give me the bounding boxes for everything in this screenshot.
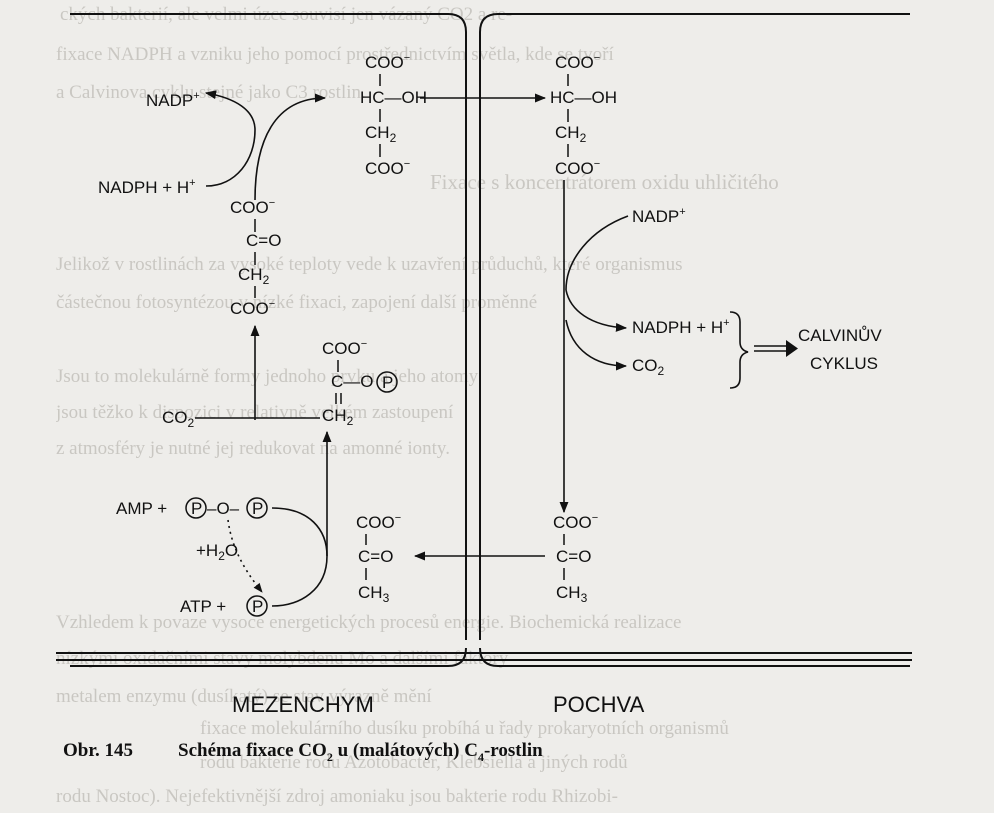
nadp-out-curve (204, 90, 256, 131)
caption-number: Obr. 145 (63, 740, 133, 761)
region-sheath-label: POCHVA (553, 692, 645, 717)
top-wall-right (479, 13, 910, 640)
nadph-label-left: NADPH + H+ (98, 177, 196, 197)
bottom-wall-left (70, 647, 467, 667)
amp-out-curve (271, 555, 328, 607)
cell-walls (56, 13, 912, 667)
pep-molecule: COO− C—O P CH2 (322, 338, 398, 428)
ch3-label: CH3 (556, 583, 588, 605)
water-label: +H2O (196, 541, 238, 563)
atp-in-curve (271, 507, 328, 557)
atp-pi-group: ATP + P (180, 595, 268, 617)
coo-label: COO− (322, 338, 367, 358)
nadp-plus-label-left: NADP+ (146, 90, 200, 110)
bg-line: fixace NADPH a vzniku jeho pomocí prostř… (56, 44, 614, 65)
bg-line: rodu Nostoc). Nejefektivnější zdroj amon… (56, 786, 618, 807)
ch2-label: CH2 (365, 123, 397, 145)
ch2-label: CH2 (322, 406, 354, 428)
co2-out-curve (565, 319, 628, 371)
phosphate-label: P (252, 597, 263, 616)
ceq-o-label: C=O (556, 547, 591, 566)
oxaloacetate-molecule: COO− C=O CH2 COO− (230, 197, 281, 318)
coo-label: COO− (365, 52, 410, 72)
phosphate-circle (246, 497, 268, 519)
bg-line: Vzhledem k povaze vysoce energetických p… (56, 612, 682, 633)
hydrolysis-dotted-arrow (227, 519, 263, 593)
calvin-line2: CYKLUS (810, 354, 878, 373)
pyruvate-molecule-mesophyll: COO− C=O CH3 (356, 512, 401, 605)
coo-label: COO− (555, 158, 600, 178)
pyruvate-molecule-sheath: COO− C=O CH3 (553, 512, 598, 605)
figure-caption: Obr. 145 Schéma fixace CO2 u (malátových… (63, 740, 543, 764)
bg-line: z atmosféry je nutné jej redukovat na am… (56, 438, 450, 459)
amp-ppi-group: AMP + P –O– P (116, 497, 268, 519)
phosphate-circle (376, 371, 398, 393)
phosphate-label: P (252, 499, 263, 518)
nadph-in-curve (205, 129, 256, 187)
co2-label-right: CO2 (632, 356, 665, 378)
calvin-line1: CALVINŮV (798, 326, 882, 345)
coo-label: COO− (230, 298, 275, 318)
phosphate-circle (185, 497, 207, 519)
region-mesophyll-label: MEZENCHYM (232, 692, 374, 717)
bg-line: fixace molekulárního dusíku probíhá u řa… (200, 718, 729, 739)
pathway-arrows (195, 90, 629, 607)
phosphate-label: P (191, 499, 202, 518)
coo-label: COO− (555, 52, 600, 72)
ch2-label: CH2 (555, 123, 587, 145)
ch2-label: CH2 (238, 265, 270, 287)
phosphate-label: P (382, 373, 393, 392)
bg-line: částečnou fotosyntézou v nízké fixaci, z… (56, 292, 538, 313)
top-wall-left (70, 13, 467, 640)
bg-line: rodu bakterie rodu Azotobacter, Klebsiel… (200, 752, 628, 773)
bg-line: metalem enzymu (dusíkatý) se stav výrazn… (56, 686, 432, 707)
ch3-label: CH3 (358, 583, 390, 605)
coo-label: COO− (365, 158, 410, 178)
co2-label-left: CO2 (162, 408, 195, 430)
coo-label: COO− (356, 512, 401, 532)
hc-oh-label: HC—OH (360, 88, 427, 107)
hc-oh-label: HC—OH (550, 88, 617, 107)
bg-line: Jelikož v rostlinách za vysoké teploty v… (56, 254, 683, 275)
bg-line: Jsou to molekulárně formy jednoho prvku … (56, 366, 479, 387)
oxygen-bridge-label: –O– (207, 499, 240, 518)
c-o-label: C—O (331, 372, 374, 391)
bottom-wall-right (479, 647, 910, 667)
reduction-arrow (254, 93, 327, 201)
nadp-in-curve (565, 215, 629, 291)
coo-label: COO− (230, 197, 275, 217)
malate-molecule-sheath: COO− HC—OH CH2 COO− (550, 52, 617, 178)
nadph-label-right: NADPH + H+ (632, 317, 730, 337)
ceq-o-label: C=O (246, 231, 281, 250)
coo-label: COO− (553, 512, 598, 532)
malate-molecule-mesophyll: COO− HC—OH CH2 COO− (360, 52, 427, 178)
bg-heading: Fixace s koncentrátorem oxidu uhličitého (430, 170, 779, 194)
atp-label: ATP + (180, 597, 226, 616)
nadp-plus-label-right: NADP+ (632, 206, 686, 226)
phosphate-circle (246, 595, 268, 617)
ceq-o-label: C=O (358, 547, 393, 566)
caption-title: Schéma fixace CO2 u (malátových) C4-rost… (178, 740, 543, 764)
amp-label: AMP + (116, 499, 167, 518)
right-brace (729, 311, 749, 389)
nadph-out-curve (565, 289, 628, 332)
